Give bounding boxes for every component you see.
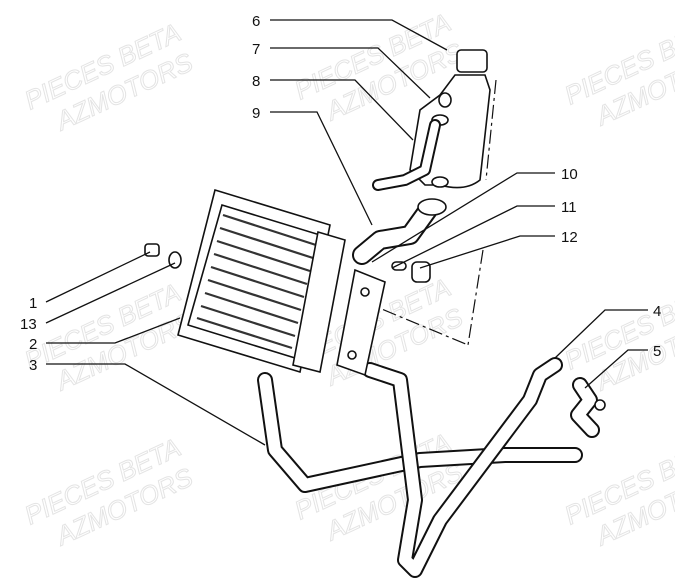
callout-7: 7 (252, 41, 260, 58)
leader-lines (45, 19, 648, 446)
center-line (467, 249, 484, 346)
hose (362, 357, 563, 578)
upper-hose (352, 200, 438, 265)
callout-5: 5 (653, 343, 661, 360)
lower-hose (257, 372, 583, 493)
overflow-pipe (372, 119, 441, 191)
callout-4: 4 (653, 303, 661, 320)
rubber-grommet (411, 261, 431, 283)
hose-with-clamp (570, 377, 606, 438)
callout-9: 9 (252, 105, 260, 122)
drain-plug (144, 243, 160, 257)
radiator (177, 188, 386, 377)
center-line (485, 79, 497, 181)
callout-2: 2 (29, 336, 37, 353)
expansion-tank-cap (456, 49, 488, 73)
callout-1: 1 (29, 295, 37, 312)
spacer (391, 261, 407, 271)
callout-8: 8 (252, 73, 260, 90)
callout-12: 12 (561, 229, 578, 246)
callout-13: 13 (20, 316, 37, 333)
callout-11: 11 (561, 199, 577, 216)
callout-10: 10 (561, 166, 578, 183)
callout-6: 6 (252, 13, 260, 30)
callout-3: 3 (29, 357, 37, 374)
hose-clamp (417, 198, 447, 216)
